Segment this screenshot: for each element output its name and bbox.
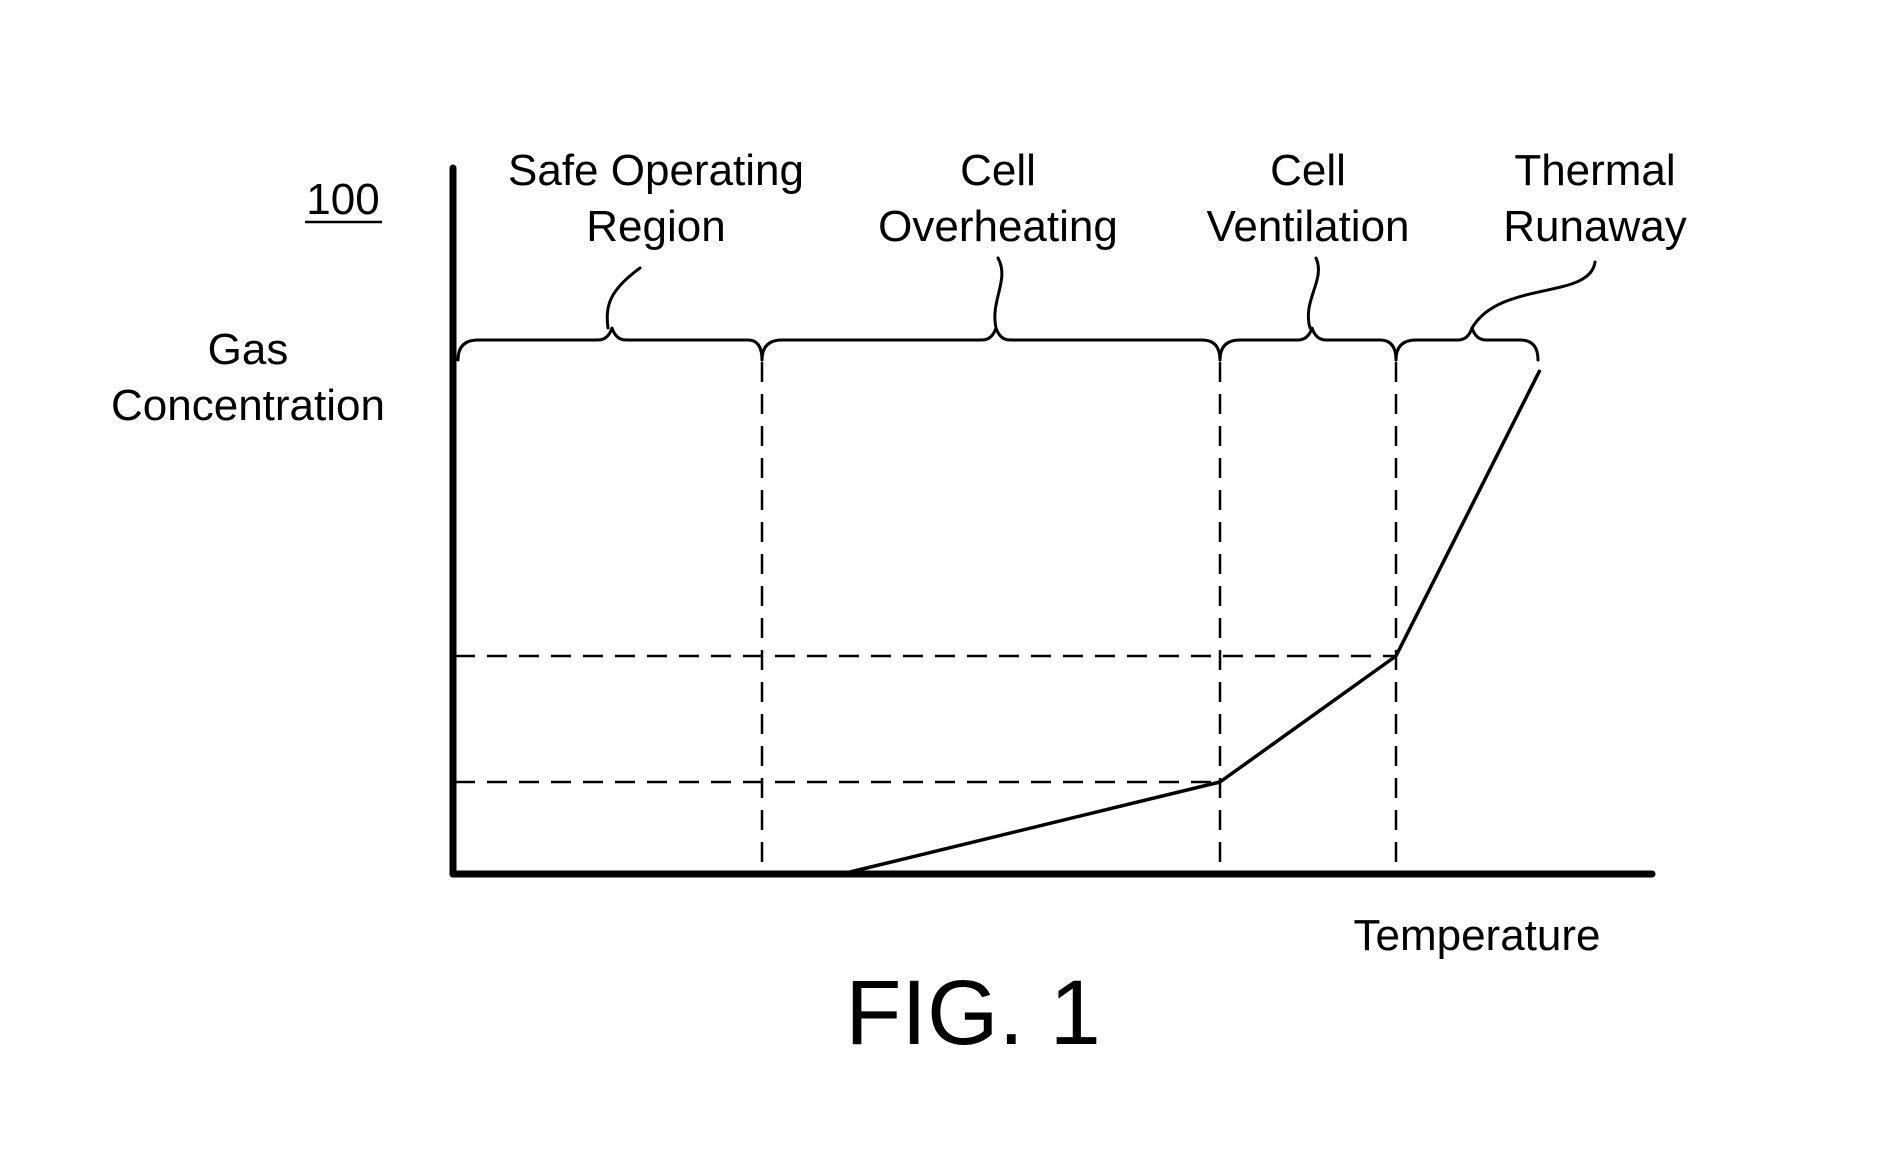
region-label-runaway-line-2: Runaway [1503,202,1686,251]
leader-safe [605,266,642,330]
leader-overheat [993,256,1004,330]
region-label-vent-line-2: Ventilation [1206,202,1409,251]
figure-caption: FIG. 1 [845,962,1101,1064]
region-label-safe-line-1: Safe Operating [508,146,804,195]
brace-runaway [1394,326,1540,362]
brace-overheat [760,326,1222,362]
brace-vent [1218,326,1398,362]
region-label-vent-line-1: Cell [1270,146,1346,195]
reference-number: 100 [306,175,379,224]
leader-vent [1306,256,1320,330]
region-label-overheat-line-2: Overheating [878,202,1118,251]
gas-concentration-curve [849,369,1542,874]
x-axis-label: Temperature [1353,911,1600,960]
region-label-safe-line-2: Region [586,202,725,251]
y-axis-label-line-1: Gas [208,325,289,374]
leader-runaway [1470,260,1597,330]
region-label-overheat-line-1: Cell [960,146,1036,195]
region-label-runaway-line-1: Thermal [1514,146,1675,195]
brace-safe [456,326,764,362]
y-axis-label-line-2: Concentration [111,381,385,430]
